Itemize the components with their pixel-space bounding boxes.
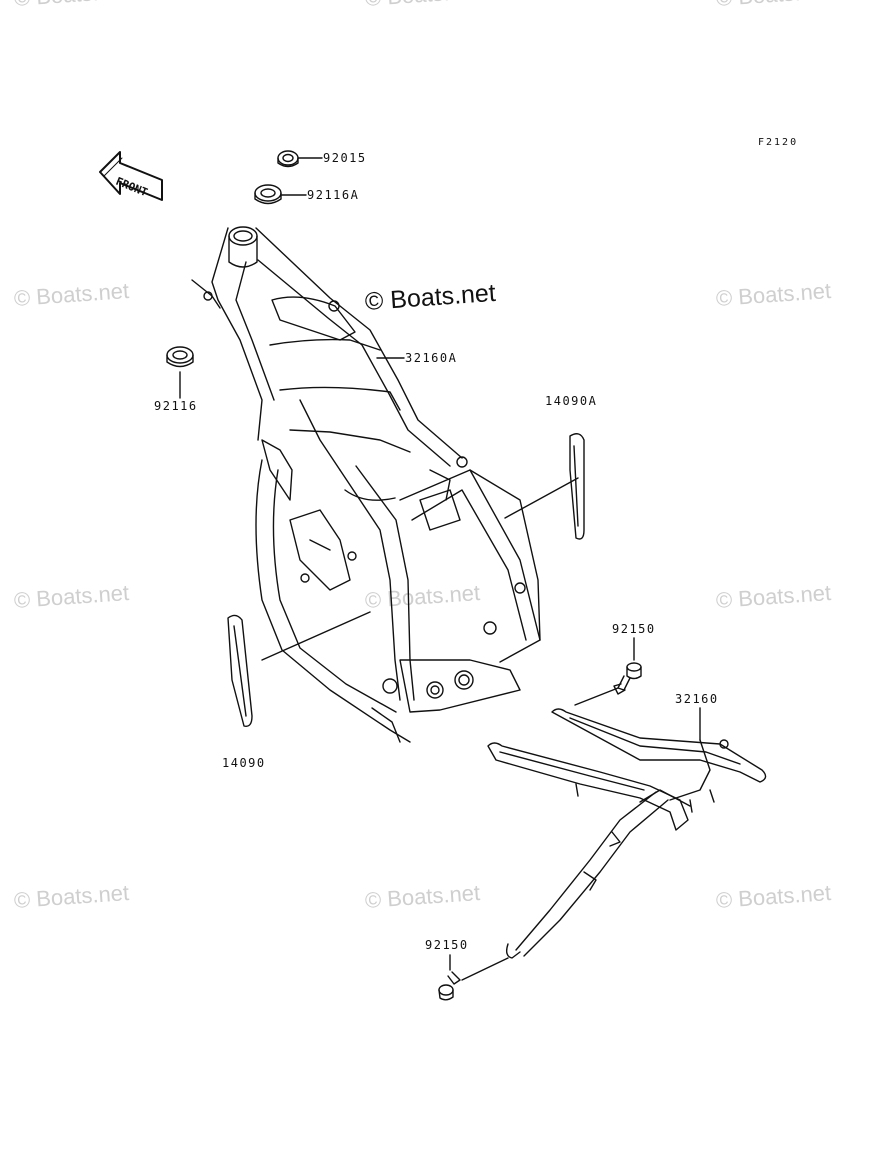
nut-92015-icon xyxy=(277,150,299,168)
frame-guard-14090A xyxy=(569,433,585,540)
part-label-92150-bottom: 92150 xyxy=(425,938,469,952)
sub-frame-32160 xyxy=(487,708,767,959)
part-label-92116: 92116 xyxy=(154,399,198,413)
part-label-92015: 92015 xyxy=(323,151,367,165)
bearing-92116A-icon xyxy=(254,184,282,205)
part-label-32160A: 32160A xyxy=(405,351,458,365)
part-label-32160: 32160 xyxy=(675,692,719,706)
main-frame-32160A xyxy=(191,226,541,743)
bolt-92150-top-icon xyxy=(613,662,642,695)
part-label-92150-top: 92150 xyxy=(612,622,656,636)
figure-code: F2120 xyxy=(758,137,799,148)
bearing-92116-icon xyxy=(166,346,194,368)
part-label-14090A: 14090A xyxy=(545,394,598,408)
front-label: FRONT xyxy=(114,175,150,200)
frame-guard-14090 xyxy=(227,614,253,727)
front-arrow-icon: FRONT xyxy=(99,151,163,201)
part-label-92116A: 92116A xyxy=(307,188,360,202)
bolt-92150-bottom-icon xyxy=(438,971,461,1001)
part-label-14090: 14090 xyxy=(222,756,266,770)
